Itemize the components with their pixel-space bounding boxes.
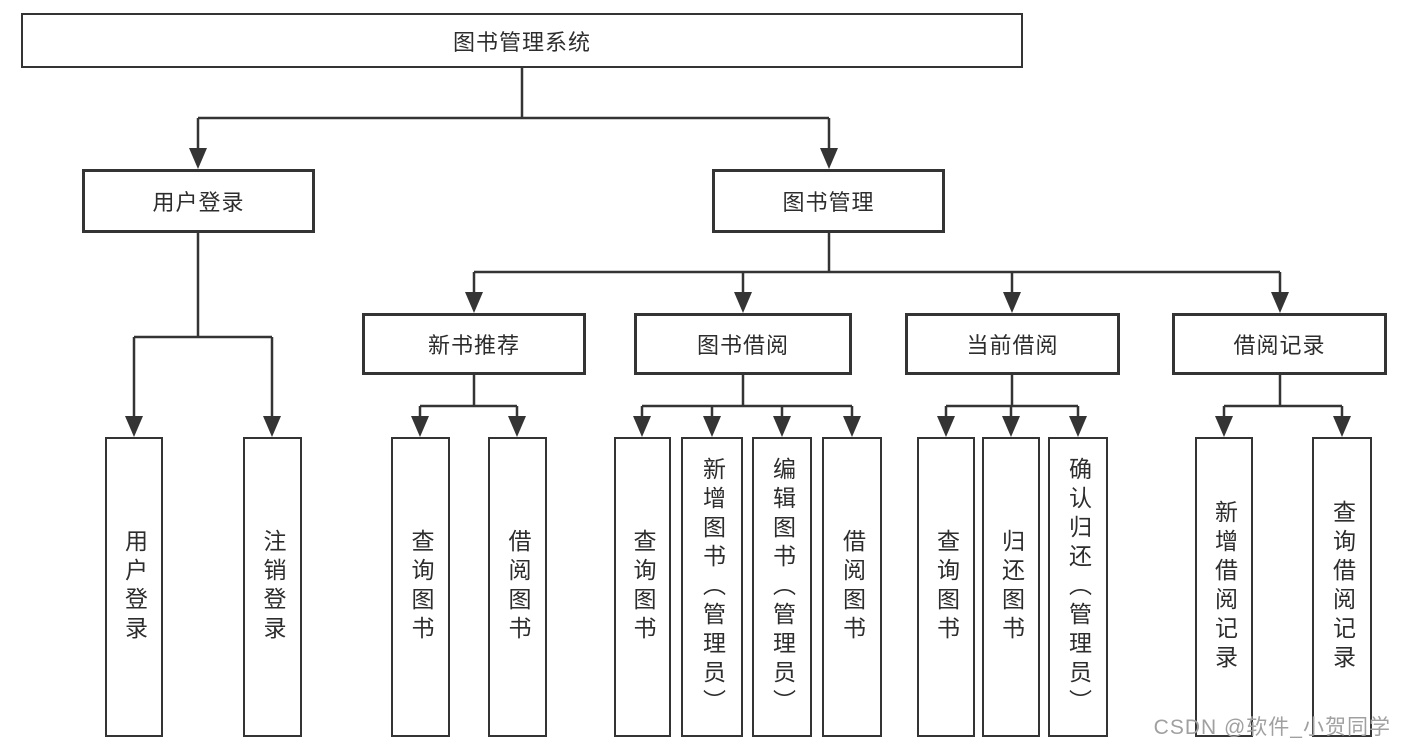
leaf-query-books-recommend-label: 查询图书 xyxy=(408,529,434,645)
node-user-login-label: 用户登录 xyxy=(152,190,245,215)
node-new-book-recommend: 新书推荐 xyxy=(362,313,586,375)
leaf-add-borrow-record: 新增借阅记录 xyxy=(1195,437,1253,737)
leaf-logout: 注销登录 xyxy=(243,437,302,737)
node-book-borrowing: 图书借阅 xyxy=(634,313,852,375)
leaf-confirm-return-admin-label: 确认归还（管理员） xyxy=(1065,456,1092,718)
leaf-query-books-current-label: 查询图书 xyxy=(933,529,960,645)
node-library-system-label: 图书管理系统 xyxy=(452,29,591,55)
node-book-borrowing-label: 图书借阅 xyxy=(696,333,789,358)
node-library-system: 图书管理系统 xyxy=(21,13,1023,68)
leaf-return-books-label: 归还图书 xyxy=(998,529,1025,645)
leaf-borrow-books-borrowing: 借阅图书 xyxy=(822,437,882,737)
leaf-user-login: 用户登录 xyxy=(105,437,163,737)
connector-lines xyxy=(132,68,1344,417)
leaf-user-login-label: 用户登录 xyxy=(121,529,148,645)
leaf-query-books-borrowing: 查询图书 xyxy=(614,437,671,737)
leaf-logout-label: 注销登录 xyxy=(260,529,286,645)
node-borrowing-records: 借阅记录 xyxy=(1172,313,1387,375)
csdn-watermark: CSDN @软件_小贺同学 xyxy=(1153,716,1391,739)
node-borrowing-records-label: 借阅记录 xyxy=(1233,333,1326,358)
node-current-borrowing-label: 当前借阅 xyxy=(966,333,1059,358)
leaf-add-borrow-record-label: 新增借阅记录 xyxy=(1211,500,1238,674)
node-new-book-recommend-label: 新书推荐 xyxy=(427,333,520,358)
leaf-return-books: 归还图书 xyxy=(982,437,1040,737)
node-user-login: 用户登录 xyxy=(82,169,315,233)
arrowhead-icons xyxy=(125,148,1351,437)
leaf-edit-books-admin-label: 编辑图书（管理员） xyxy=(769,456,796,718)
leaf-confirm-return-admin: 确认归还（管理员） xyxy=(1048,437,1108,737)
leaf-edit-books-admin: 编辑图书（管理员） xyxy=(752,437,812,737)
node-book-management-label: 图书管理 xyxy=(782,190,875,215)
leaf-add-books-admin-label: 新增图书（管理员） xyxy=(699,456,726,718)
leaf-borrow-books-recommend-label: 借阅图书 xyxy=(505,529,531,645)
leaf-add-books-admin: 新增图书（管理员） xyxy=(681,437,743,737)
leaf-borrow-books-borrowing-label: 借阅图书 xyxy=(839,529,866,645)
node-current-borrowing: 当前借阅 xyxy=(905,313,1120,375)
leaf-query-borrow-record-label: 查询借阅记录 xyxy=(1329,500,1356,674)
leaf-query-books-current: 查询图书 xyxy=(917,437,975,737)
leaf-borrow-books-recommend: 借阅图书 xyxy=(488,437,547,737)
leaf-query-books-recommend: 查询图书 xyxy=(391,437,450,737)
leaf-query-borrow-record: 查询借阅记录 xyxy=(1312,437,1372,737)
leaf-query-books-borrowing-label: 查询图书 xyxy=(630,529,656,645)
node-book-management: 图书管理 xyxy=(712,169,945,233)
